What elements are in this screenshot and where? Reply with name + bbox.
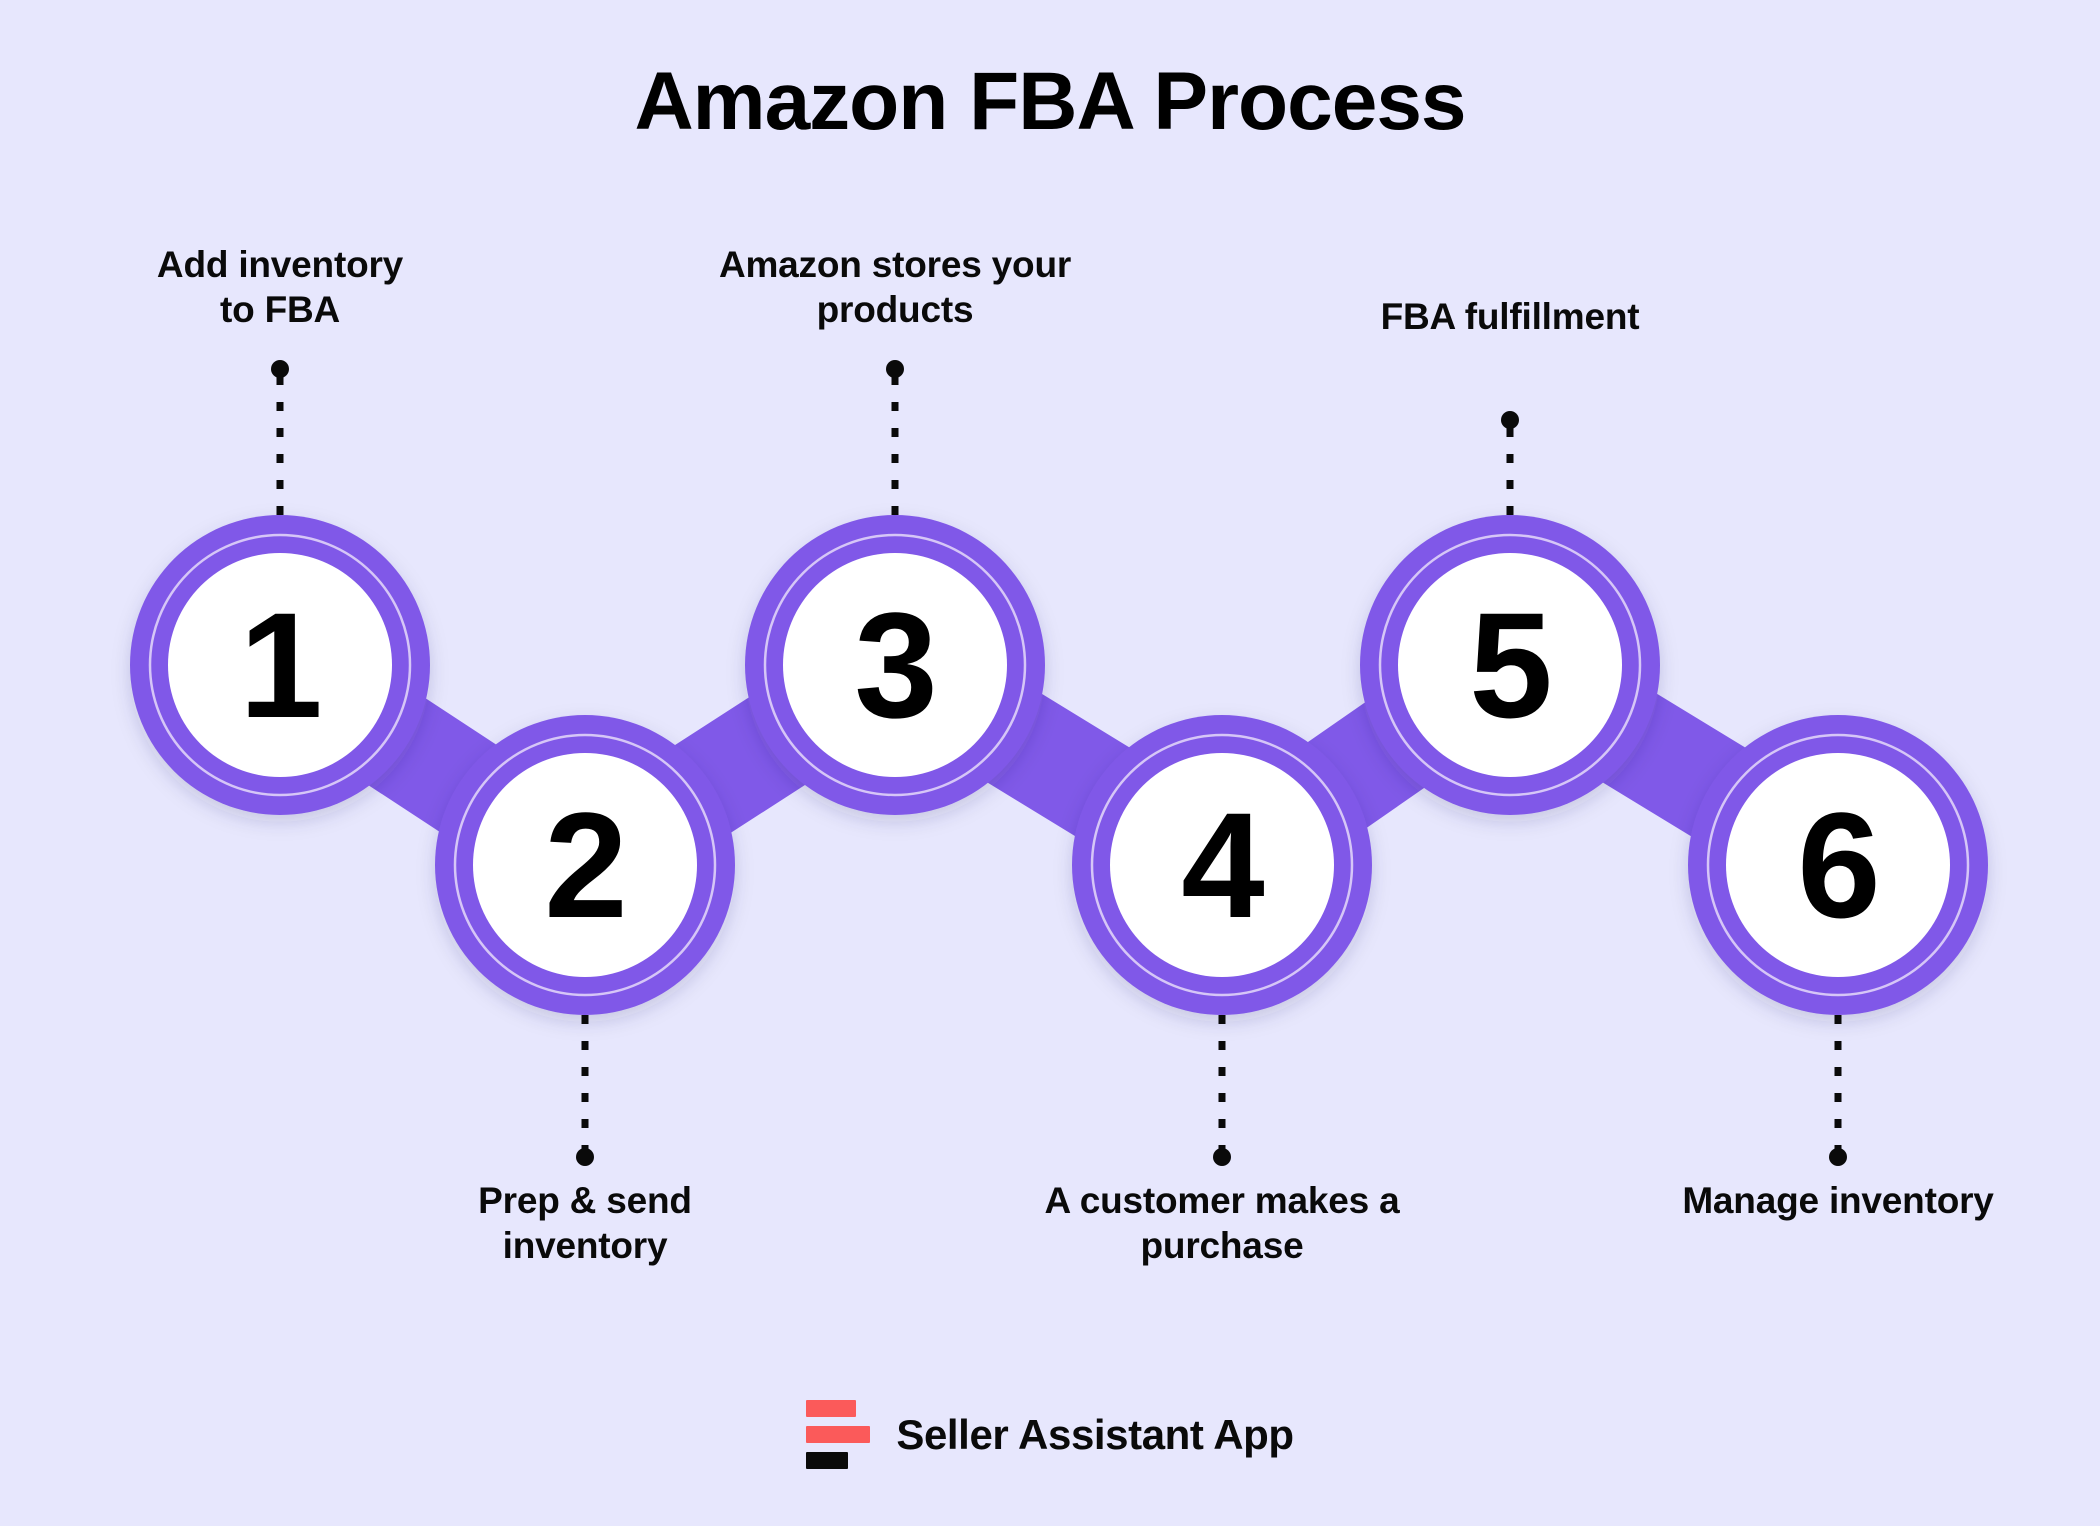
logo-bar-middle bbox=[806, 1426, 871, 1443]
leader-dot-1 bbox=[271, 360, 289, 378]
step-label-1: Add inventory to FBA bbox=[60, 242, 500, 332]
step-label-5: FBA fulfillment bbox=[1290, 294, 1730, 339]
leader-dot-6 bbox=[1829, 1148, 1847, 1166]
step-number-4: 4 bbox=[1181, 781, 1264, 949]
step-number-2: 2 bbox=[544, 781, 627, 949]
step-label-6: Manage inventory bbox=[1618, 1178, 2058, 1223]
step-label-2: Prep & send inventory bbox=[365, 1178, 805, 1268]
step-label-4-line1: A customer makes a bbox=[1044, 1180, 1400, 1221]
step-number-6: 6 bbox=[1797, 781, 1880, 949]
leader-line-6 bbox=[1829, 1015, 1847, 1166]
step-label-3-line2: products bbox=[816, 289, 974, 331]
leader-dot-2 bbox=[576, 1148, 594, 1166]
leader-line-5 bbox=[1501, 411, 1519, 515]
leader-dot-4 bbox=[1213, 1148, 1231, 1166]
leader-line-2 bbox=[576, 1015, 594, 1166]
logo-bar-bottom bbox=[806, 1452, 849, 1469]
step-number-5: 5 bbox=[1469, 581, 1552, 749]
leader-dot-5 bbox=[1501, 411, 1519, 429]
step-number-1: 1 bbox=[239, 581, 322, 749]
leader-dot-3 bbox=[886, 360, 904, 378]
step-label-6-line1: Manage inventory bbox=[1682, 1180, 1994, 1221]
step-label-1-line2: to FBA bbox=[219, 289, 341, 331]
step-label-3: Amazon stores your products bbox=[675, 242, 1115, 332]
step-label-5-line1: FBA fulfillment bbox=[1380, 296, 1640, 337]
step-label-2-line1: Prep & send bbox=[478, 1180, 692, 1221]
step-label-2-line2: inventory bbox=[502, 1225, 668, 1267]
step-label-4-line2: purchase bbox=[1140, 1225, 1304, 1267]
brand-name: Seller Assistant App bbox=[896, 1410, 1294, 1458]
step-label-3-line1: Amazon stores your bbox=[718, 244, 1072, 285]
leader-line-3 bbox=[886, 360, 904, 515]
brand-footer: Seller Assistant App bbox=[0, 1400, 2100, 1469]
three-bars-logo-icon bbox=[806, 1400, 871, 1469]
page-title: Amazon FBA Process bbox=[634, 56, 1466, 147]
step-label-4: A customer makes a purchase bbox=[972, 1178, 1472, 1268]
step-number-3: 3 bbox=[854, 581, 937, 749]
logo-bar-top bbox=[806, 1400, 857, 1417]
step-label-1-line1: Add inventory bbox=[156, 244, 404, 285]
leader-line-4 bbox=[1213, 1015, 1231, 1166]
leader-line-1 bbox=[271, 360, 289, 515]
